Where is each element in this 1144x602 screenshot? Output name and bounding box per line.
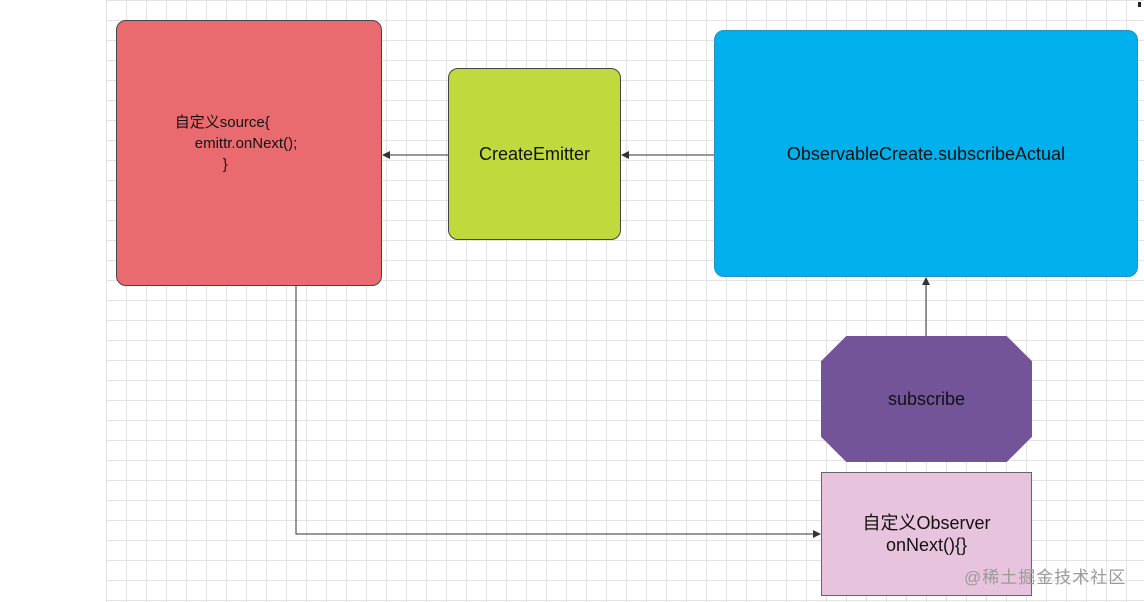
observer-line-2: onNext(){} — [885, 535, 968, 555]
emitter-label: CreateEmitter — [478, 144, 591, 164]
source-node: 自定义source{ emittr.onNext(); } — [116, 20, 382, 286]
corner-mark — [1138, 2, 1141, 7]
source-code: 自定义source{ emittr.onNext(); } — [175, 112, 298, 175]
observer-line-1: 自定义Observer — [862, 513, 991, 533]
emitter-node: CreateEmitter — [448, 68, 621, 240]
observer-node: 自定义Observer onNext(){} — [821, 472, 1032, 596]
subscribe-label: subscribe — [887, 389, 966, 409]
observable-create-node: ObservableCreate.subscribeActual — [714, 30, 1138, 277]
watermark: @稀土掘金技术社区 — [964, 568, 1127, 587]
source-line-2: emittr.onNext(); — [194, 134, 298, 152]
source-line-3: } — [222, 155, 228, 173]
subscribe-node: subscribe — [821, 336, 1032, 462]
source-line-1: 自定义source{ — [174, 113, 270, 131]
observable-create-label: ObservableCreate.subscribeActual — [786, 143, 1066, 164]
